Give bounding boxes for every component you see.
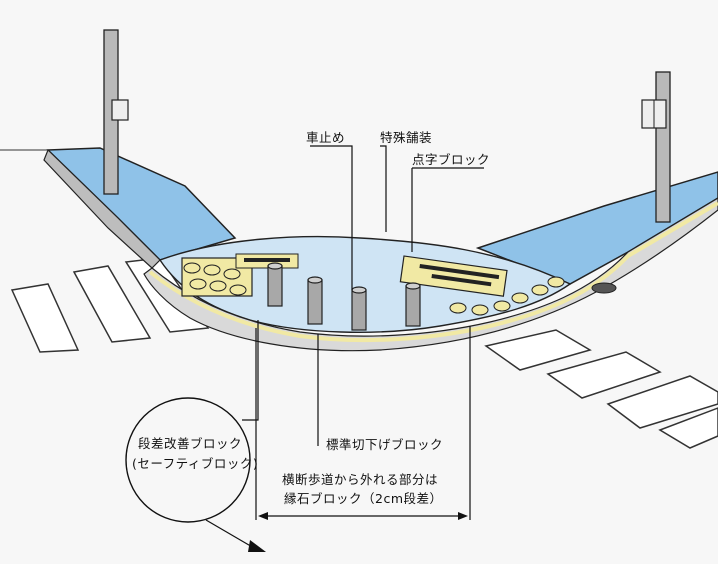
crosswalk-right xyxy=(484,329,718,449)
label-step-improvement-1: 段差改善ブロック xyxy=(138,436,243,451)
label-crossing-outside-2: 縁石ブロック（2cm段差） xyxy=(284,491,443,506)
bollards xyxy=(267,262,421,331)
bollard xyxy=(351,286,367,331)
label-car-stop: 車止め xyxy=(306,130,346,145)
label-standard-lowered-block: 標準切下げブロック xyxy=(326,437,444,452)
label-step-improvement-2: (セーフティブロック) xyxy=(132,456,259,471)
bollard xyxy=(405,282,421,327)
bollard xyxy=(267,262,283,307)
signal-pole-left xyxy=(103,29,129,195)
label-special-paving: 特殊舗装 xyxy=(380,130,433,145)
label-crossing-outside-1: 横断歩道から外れる部分は xyxy=(282,472,439,487)
drain-grate xyxy=(591,282,617,294)
bollard xyxy=(307,276,323,325)
lowered-curb-band xyxy=(143,197,718,352)
tactile-block-right xyxy=(399,255,565,316)
label-tactile-block: 点字ブロック xyxy=(412,152,491,167)
signal-pole-right xyxy=(641,71,671,223)
dimension-arrow xyxy=(258,512,468,520)
curb-yellow-strip xyxy=(148,201,718,343)
detail-circle xyxy=(125,397,266,552)
leader-lines xyxy=(242,145,484,520)
tactile-block-left xyxy=(181,253,299,297)
